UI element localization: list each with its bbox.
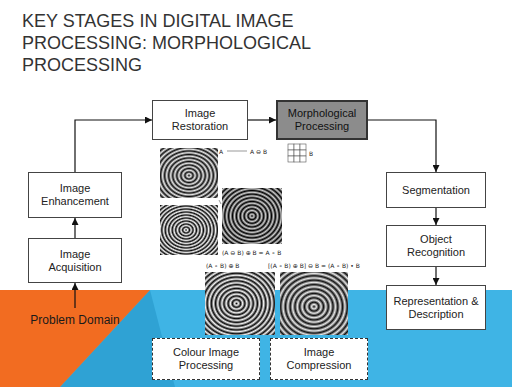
slide-title: KEY STAGES IN DIGITAL IMAGE PROCESSING: … [22, 10, 326, 76]
formula-label: A [219, 148, 223, 155]
highlighted-stage-box: Morphological Processing [276, 100, 368, 140]
fingerprint-image [160, 148, 218, 198]
structuring-element-grid [288, 144, 306, 162]
fingerprint-image [222, 188, 282, 244]
stage-label: Image Acquisition [33, 248, 117, 274]
flow-arrow [74, 283, 75, 308]
process-box: Image Restoration [152, 100, 248, 140]
formula-label: [(A ∘ B) ⊕ B] ⊖ B = (A ∘ B) • B [268, 262, 360, 269]
process-box: Image Enhancement [28, 172, 122, 218]
stage-label: Image Enhancement [33, 182, 117, 208]
formula-label: A ⊖ B [250, 148, 267, 155]
stage-label: Problem Domain [30, 314, 119, 327]
optional-stage-box: Colour Image Processing [152, 338, 260, 380]
flow-arrow [435, 208, 436, 225]
formula-label: (A ∘ B) ⊕ B [206, 262, 239, 269]
stage-label: Segmentation [402, 184, 470, 197]
stage-label: Image Restoration [157, 107, 243, 133]
flow-arrow [248, 119, 276, 120]
stage-label: Object Recognition [391, 233, 481, 259]
stage-label: Morphological Processing [282, 107, 362, 133]
stage-label: Image Compression [275, 346, 363, 372]
stage-label: Colour Image Processing [157, 346, 255, 372]
formula-label: B [309, 150, 313, 157]
stage-label: Representation & Description [391, 295, 481, 321]
leader-line [227, 151, 247, 152]
leader-line [219, 200, 221, 204]
process-box: Segmentation [386, 172, 486, 208]
flow-arrow [435, 267, 436, 285]
process-box: Image Acquisition [28, 238, 122, 283]
fingerprint-image [160, 205, 218, 255]
fingerprint-image [205, 272, 275, 335]
flow-arrow [368, 120, 436, 172]
fingerprint-image [280, 272, 348, 335]
process-box: Object Recognition [386, 225, 486, 267]
flow-arrow [75, 120, 152, 172]
process-box: Representation & Description [386, 285, 486, 330]
problem-domain-band: Problem Domain [10, 308, 140, 332]
optional-stage-box: Image Compression [270, 338, 368, 380]
flow-arrow [74, 218, 75, 238]
formula-label: (A ⊖ B) ⊕ B = A ∘ B [222, 249, 281, 256]
